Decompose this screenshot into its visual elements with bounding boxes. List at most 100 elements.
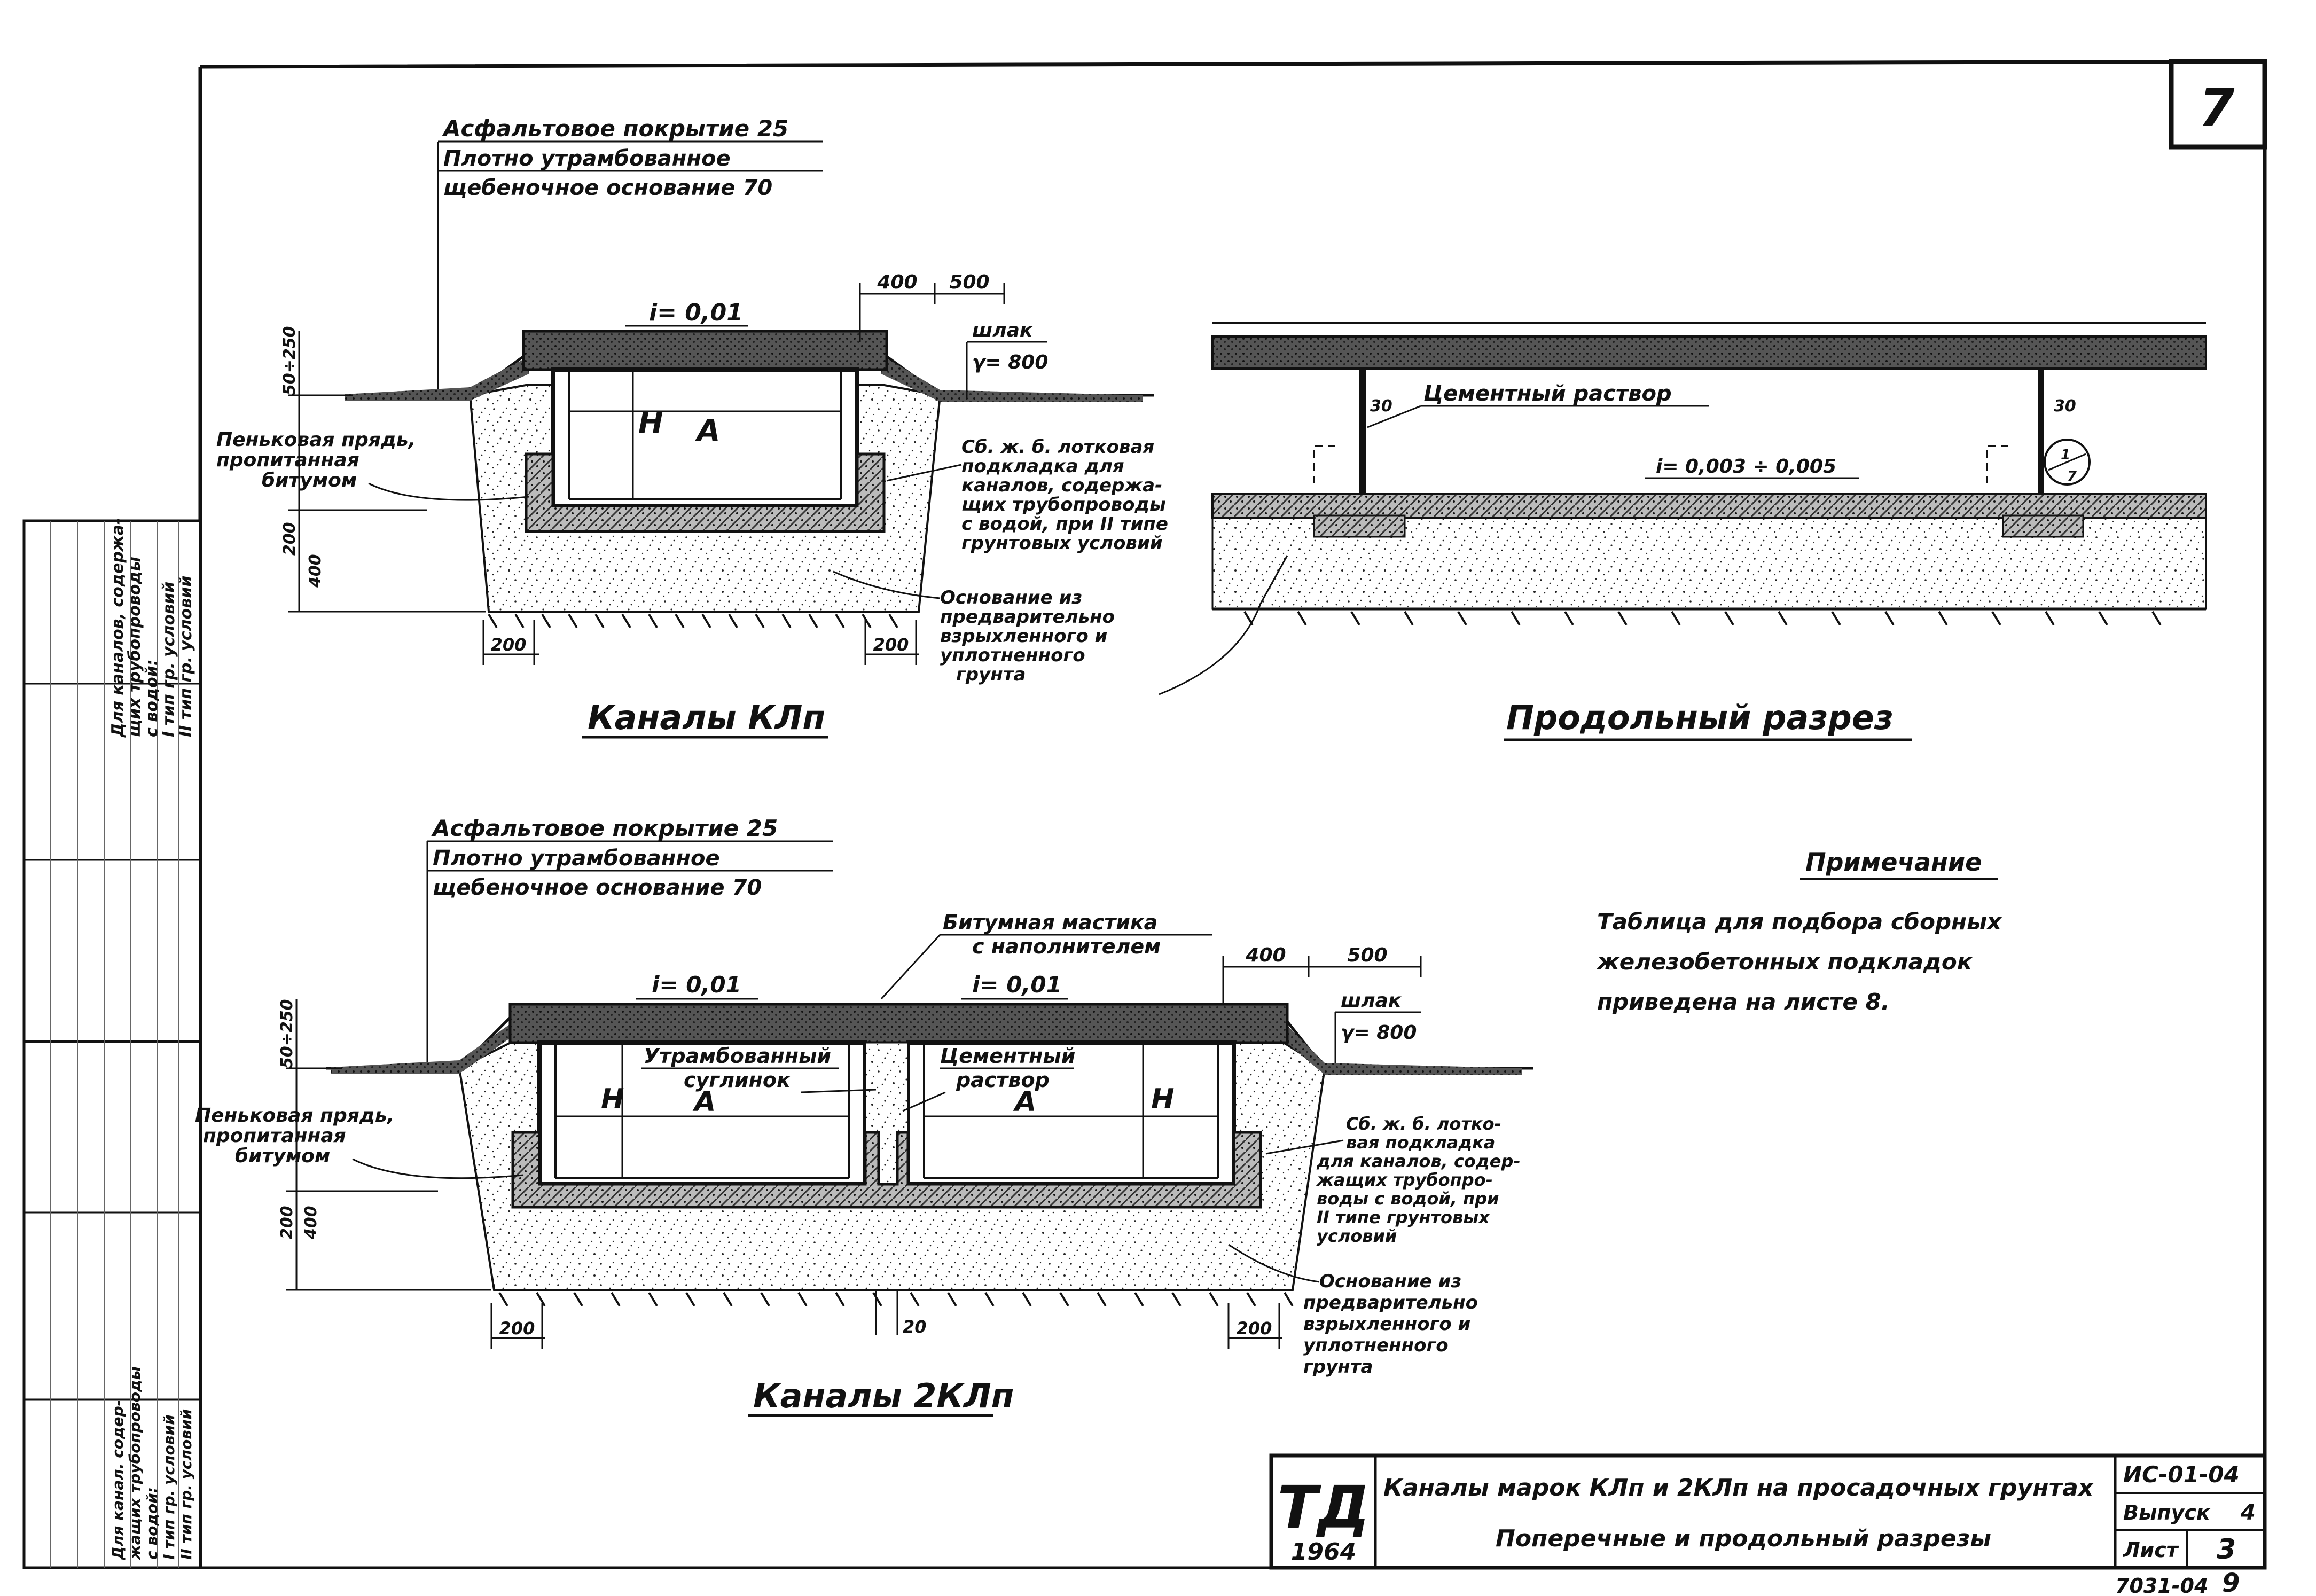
lower-callout-rammed: Плотно утрамбованное xyxy=(433,846,720,871)
logo-mark: ТД xyxy=(1277,1473,1370,1542)
title-line-1: Каналы марок КЛп и 2КЛп на просадочных г… xyxy=(1383,1474,2094,1501)
lower-tray-line-2: вая подкладка xyxy=(1346,1132,1495,1153)
lower-tray-callout: Сб. ж. б. лотко- вая подкладка для канал… xyxy=(1265,1114,1521,1246)
upper-top-dims: 400 500 xyxy=(859,271,1005,342)
lower-base-line-4: уплотненного xyxy=(1303,1335,1449,1356)
lower-tray-line-7: условий xyxy=(1317,1226,1397,1246)
upper-channel-body xyxy=(551,367,859,508)
upper-slag-text: шлак xyxy=(972,319,1034,341)
title-block: ТД 1964 Каналы марок КЛп и 2КЛп на проса… xyxy=(1269,1453,2267,1570)
lower-tow-line-2: пропитанная xyxy=(203,1125,346,1147)
upper-base-line-2: предварительно xyxy=(940,606,1115,628)
long-cover-slab xyxy=(1211,335,2207,370)
upper-layer-callout: Асфальтовое покрытие 25 Плотно утрамбова… xyxy=(437,115,823,393)
note-line-2: железобетонных подкладок xyxy=(1596,949,1973,975)
strip-lower-line-3: с водой: xyxy=(143,1487,161,1560)
upper-section-title: Каналы КЛп xyxy=(588,698,825,737)
upper-dim-400-v: 400 xyxy=(306,554,325,588)
lower-mastic-line-1: Битумная мастика xyxy=(943,911,1157,934)
lower-tray-line-3: для каналов, содер- xyxy=(1316,1151,1521,1171)
lower-dim-20: 20 xyxy=(903,1317,927,1337)
upper-H-label: H xyxy=(638,405,663,440)
lower-callout-gravel: щебеночное основание 70 xyxy=(433,875,762,900)
lower-dim-400: 400 xyxy=(1245,944,1286,966)
lower-base-line-5: грунта xyxy=(1303,1356,1373,1378)
upper-base-line-1: Основание из xyxy=(940,587,1082,608)
lower-H-left: H xyxy=(601,1083,624,1115)
long-dim-30-right: 30 xyxy=(2054,397,2076,416)
lower-mastic-callout: Битумная мастика с наполнителем xyxy=(880,911,1212,1000)
upper-tray-line-6: грунтовых условий xyxy=(961,533,1163,554)
strip-upper-line-1: Для каналов, содержа- xyxy=(108,518,127,738)
upper-tray-line-4: щих трубопроводы xyxy=(961,494,1166,515)
strip-lower-line-4: I тип гр. условий xyxy=(160,1414,178,1560)
upper-tray-line-1: Сб. ж. б. лотковая xyxy=(961,436,1154,458)
lower-slope-left: i= 0,01 xyxy=(652,972,741,998)
lower-tray-line-5: воды с водой, при xyxy=(1317,1188,1499,1209)
footer-page-number: 9 xyxy=(2222,1568,2240,1596)
upper-dim-500: 500 xyxy=(949,271,989,293)
lower-tow-line-1: Пеньковая прядь, xyxy=(195,1105,394,1126)
upper-earth-hatch xyxy=(488,613,898,629)
long-slope: i= 0,003 ÷ 0,005 xyxy=(1656,456,1836,478)
lower-slag-label: шлак γ= 800 xyxy=(1334,990,1421,1063)
upper-tow-line-3: битумом xyxy=(262,470,357,491)
lower-dim-200-left: 200 xyxy=(499,1318,535,1339)
lower-rammed-callout: Утрамбованный суглинок xyxy=(641,1044,877,1093)
lower-cement-line-2: раствор xyxy=(956,1068,1050,1092)
lower-layer-callout: Асфальтовое покрытие 25 Плотно утрамбова… xyxy=(426,815,833,1063)
strip-lower-line-5: II тип гр. условий xyxy=(177,1409,195,1560)
title-issue-label: Выпуск xyxy=(2123,1501,2211,1524)
strip-upper-line-2: щих трубопроводы xyxy=(126,557,144,737)
lower-A-right: A xyxy=(1013,1086,1036,1118)
upper-road-surface xyxy=(345,355,531,401)
lower-tow-callout: Пеньковая прядь, пропитанная битумом xyxy=(195,1105,524,1179)
longitudinal-title: Продольный разрез xyxy=(1506,698,1894,737)
sheet-number-box: 7 xyxy=(2169,59,2267,150)
upper-cover-slab xyxy=(522,330,888,371)
upper-callout-gravel: щебеночное основание 70 xyxy=(443,176,772,200)
lower-dim-200-right: 200 xyxy=(1237,1318,1272,1339)
strip-upper-line-4: I тип гр. условий xyxy=(160,582,178,737)
upper-vertical-dims: 50÷250 200 400 xyxy=(280,326,486,613)
lower-cross-section: Асфальтовое покрытие 25 Плотно утрамбова… xyxy=(195,815,1533,1417)
upper-dim-200-v: 200 xyxy=(280,522,299,556)
upper-dim-200-right: 200 xyxy=(873,635,909,655)
note-line-3: приведена на листе 8. xyxy=(1597,989,1890,1015)
upper-base-line-4: уплотненного xyxy=(940,645,1085,666)
note-heading: Примечание xyxy=(1805,848,1982,877)
upper-bottom-dims: 200 200 xyxy=(482,620,919,665)
upper-slope: i= 0,01 xyxy=(649,299,743,326)
lower-dim-200-v: 200 xyxy=(278,1206,296,1239)
upper-tow-line-1: Пеньковая прядь, xyxy=(216,429,416,451)
upper-tow-line-2: пропитанная xyxy=(216,449,359,471)
lower-slag-text: шлак xyxy=(1341,990,1402,1012)
upper-slag-label: шлак γ= 800 xyxy=(966,319,1048,398)
sheet-frame xyxy=(198,59,2267,1569)
lower-H-right: H xyxy=(1151,1083,1175,1115)
upper-slag-density: γ= 800 xyxy=(972,351,1048,373)
long-earth-hatch xyxy=(1243,611,2162,626)
title-sheet-value: 3 xyxy=(2217,1534,2236,1566)
long-section-marker: 1 7 xyxy=(2044,439,2091,486)
upper-base-line-5: грунта xyxy=(956,664,1026,685)
upper-callout-asphalt: Асфальтовое покрытие 25 xyxy=(442,115,788,142)
upper-tray xyxy=(525,452,886,533)
upper-dim-400: 400 xyxy=(877,271,917,293)
general-note: Примечание Таблица для подбора сборных ж… xyxy=(1596,848,2002,1015)
lower-mastic-line-2: с наполнителем xyxy=(972,935,1161,958)
long-marker-bottom: 7 xyxy=(2067,468,2077,484)
strip-lower-line-1: Для канал. содер- xyxy=(109,1400,127,1560)
lower-tray-line-4: жащих трубопро- xyxy=(1316,1170,1493,1190)
upper-tray-line-5: с водой, при II типе xyxy=(961,513,1168,535)
lower-cover-slab xyxy=(508,1003,1289,1044)
upper-dim-50-250: 50÷250 xyxy=(280,326,299,395)
upper-tray-callout: Сб. ж. б. лотковая подкладка для каналов… xyxy=(886,436,1168,554)
lower-tray-line-6: II типе грунтовых xyxy=(1317,1207,1490,1227)
note-line-1: Таблица для подбора сборных xyxy=(1597,909,2002,935)
lower-A-left: A xyxy=(692,1086,716,1118)
long-cement-label: Цементный раствор xyxy=(1423,381,1672,406)
upper-tray-line-2: подкладка для xyxy=(961,456,1124,477)
upper-tray-line-3: каналов, содержа- xyxy=(961,475,1162,496)
